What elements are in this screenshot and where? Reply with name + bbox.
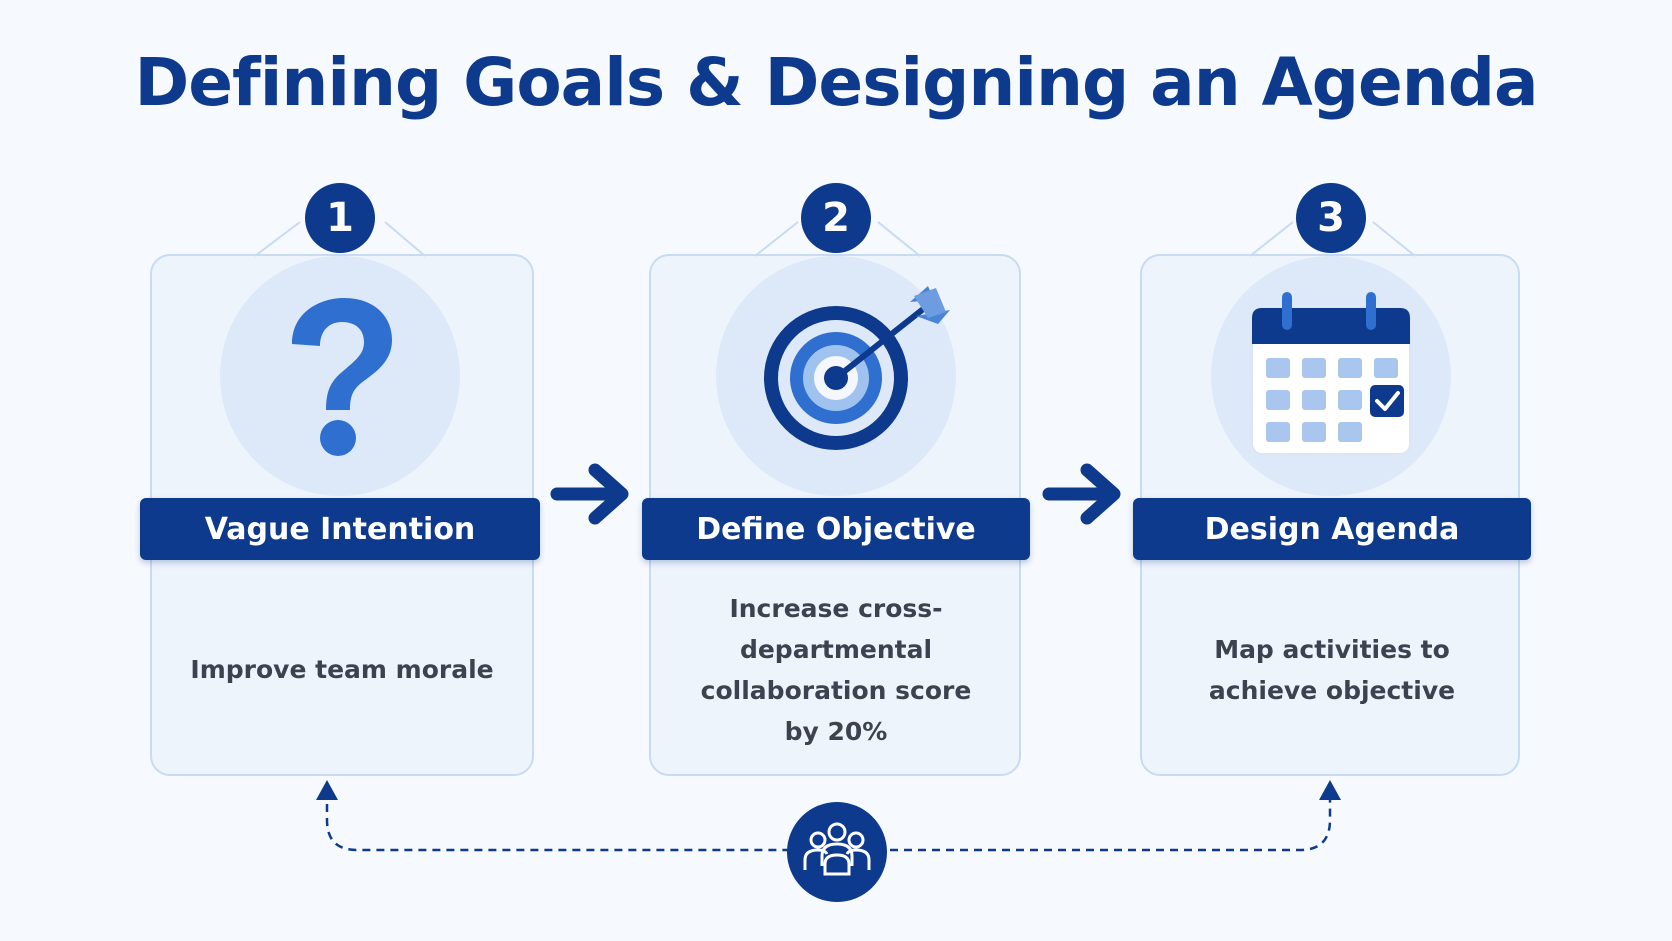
step-description: Improve team morale	[190, 655, 494, 684]
arrow-right-icon	[1042, 463, 1121, 525]
calendar-check-icon	[1251, 292, 1411, 455]
step-number-badge: 1	[305, 183, 375, 253]
question-mark-icon	[292, 298, 392, 456]
team-group-icon	[787, 802, 887, 902]
step-label-banner: Define Objective	[642, 498, 1030, 560]
step-number-badge: 2	[801, 183, 871, 253]
step-description: Increase cross-departmental collaboratio…	[700, 593, 972, 746]
arrow-right-icon	[550, 463, 629, 525]
step-number-badge: 3	[1296, 183, 1366, 253]
step-label-banner: Vague Intention	[140, 498, 540, 560]
target-arrow-icon	[764, 286, 950, 450]
feedback-loop	[316, 780, 1341, 852]
step-label-banner: Design Agenda	[1133, 498, 1531, 560]
page-title: Defining Goals & Designing an Agenda	[134, 44, 1538, 121]
step-description: Map activities to achieve objective	[1208, 634, 1456, 705]
